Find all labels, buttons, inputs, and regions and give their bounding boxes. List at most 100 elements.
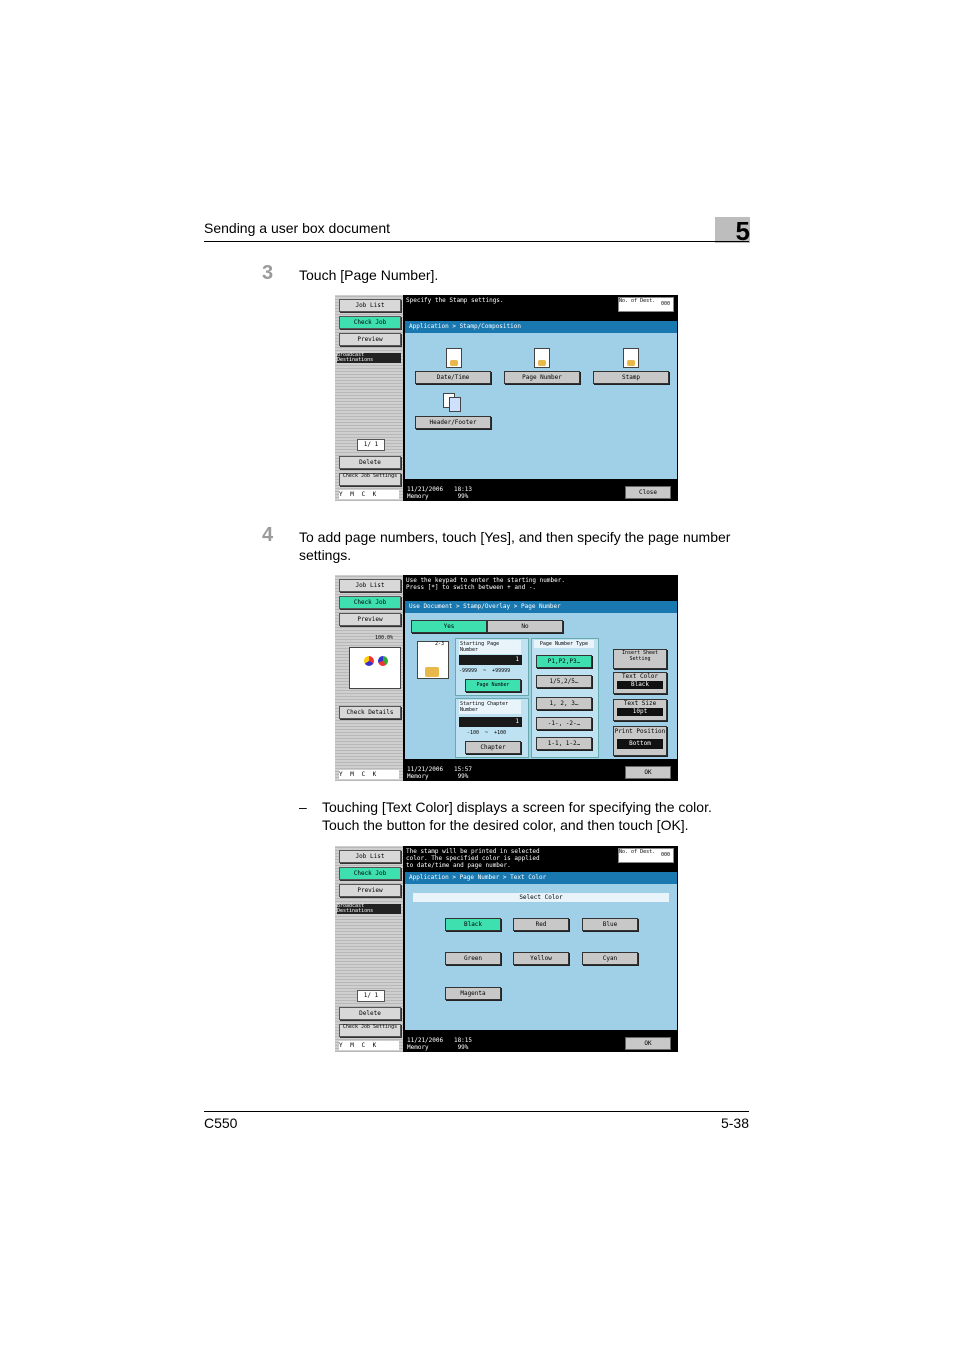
step-text: Touch [Page Number]. [299,267,439,283]
preview-button[interactable]: Preview [339,884,401,897]
text-size-button[interactable]: Text Size 10pt [613,699,667,721]
status-date: 11/21/2006 18:13 [407,486,473,493]
destination-counter-label: No. of Dest. [619,849,656,855]
left-panel: Job List Check Job Preview Broadcast Des… [335,846,403,1052]
color-magenta-button[interactable]: Magenta [445,987,501,1000]
toner-indicator: Y M C K [339,490,399,499]
color-green-button[interactable]: Green [445,952,501,965]
status-memory: Memory 99% [407,1044,469,1051]
bullet-text: Touching [Text Color] displays a screen … [322,798,712,834]
check-job-button[interactable]: Check Job [339,316,401,329]
check-details-button[interactable]: Check Details [339,706,401,719]
footer-model: C550 [204,1115,238,1131]
page-number-type-label: Page Number Type [534,640,594,648]
job-list-button[interactable]: Job List [339,299,401,312]
print-position-button[interactable]: Print Position Bottom [613,726,667,756]
select-color-label: Select Color [413,893,669,902]
check-job-button[interactable]: Check Job [339,596,401,609]
date-time-button[interactable]: Date/Time [415,371,491,384]
screenshot-stamp-settings: Job List Check Job Preview Broadcast Des… [335,295,678,501]
delete-button[interactable]: Delete [339,1007,401,1020]
header-rule [204,241,749,242]
destination-counter: No. of Dest. 000 [618,848,674,863]
print-position-value: Bottom [617,739,663,749]
job-list-button[interactable]: Job List [339,579,401,592]
left-panel: Job List Check Job Preview 100.0% Check … [335,575,403,781]
check-job-settings-button[interactable]: Check Job Settings [339,1024,401,1037]
chapter-number: 5 [735,216,750,246]
chapter-button[interactable]: Chapter [465,741,521,754]
color-blue-button[interactable]: Blue [582,918,638,931]
starting-chapter-range: -100 ~ +100 [467,730,507,736]
step-text-line2: settings. [299,547,352,563]
ok-button[interactable]: OK [625,1037,671,1050]
main-area: Select Color [405,872,677,1030]
broadcast-destinations-label: Broadcast Destinations [337,353,401,363]
preview-button[interactable]: Preview [339,333,401,346]
yes-button[interactable]: Yes [411,620,487,633]
check-job-button[interactable]: Check Job [339,867,401,880]
date-time-icon [446,348,462,368]
starting-page-input[interactable]: 1 [459,655,522,665]
page-header-title: Sending a user box document [204,220,391,236]
color-red-button[interactable]: Red [513,918,569,931]
screenshot-text-color: Job List Check Job Preview Broadcast Des… [335,846,678,1052]
job-list-button[interactable]: Job List [339,850,401,863]
destination-counter: No. of Dest. 000 [618,297,674,312]
color-black-button[interactable]: Black [445,918,501,931]
starting-chapter-input[interactable]: 1 [459,717,522,727]
toner-indicator: Y M C K [339,770,399,779]
page-number-button[interactable]: Page Number [504,371,580,384]
page-number-icon [534,348,550,368]
breadcrumb: Application > Page Number > Text Color [405,872,677,884]
step-text-line1: To add page numbers, touch [Yes], and th… [299,529,731,545]
page-number-button[interactable]: Page Number [465,679,521,692]
text-size-label: Text Size [623,700,657,707]
insert-sheet-setting-button[interactable]: Insert Sheet Setting [613,649,667,669]
step-number: 3 [262,262,274,284]
stamp-button[interactable]: Stamp [593,371,669,384]
zoom-level: 100.0% [375,635,394,641]
color-cyan-button[interactable]: Cyan [582,952,638,965]
text-color-value: Black [617,681,663,689]
breadcrumb: Use Document > Stamp/Overlay > Page Numb… [405,601,677,613]
bullet-text-line2: Touch the button for the desired color, … [322,817,689,833]
page-number-icon [417,641,449,679]
no-button[interactable]: No [487,620,563,633]
status-date: 11/21/2006 18:15 [407,1037,473,1044]
status-memory: Memory 99% [407,773,469,780]
instruction-message: Use the keypad to enter the starting num… [406,577,565,591]
header-footer-button[interactable]: Header/Footer [415,416,491,429]
type-option-dash[interactable]: -1-, -2-… [536,717,592,730]
ok-button[interactable]: OK [625,766,671,779]
left-panel: Job List Check Job Preview Broadcast Des… [335,295,403,501]
status-memory: Memory 99% [407,493,469,500]
destination-counter-value: 000 [660,852,670,858]
type-option-fraction[interactable]: 1/5,2/5… [536,675,592,688]
destination-counter-value: 000 [660,301,670,307]
screenshot-page-number-settings: Job List Check Job Preview 100.0% Check … [335,575,678,781]
destination-counter-label: No. of Dest. [619,298,656,304]
starting-page-range: -99999 ~ +99999 [459,668,511,674]
type-option-chapter[interactable]: 1-1, 1-2… [536,737,592,750]
delete-button[interactable]: Delete [339,456,401,469]
color-yellow-button[interactable]: Yellow [513,952,569,965]
page-counter: 1/ 1 [357,439,385,451]
page-preview-thumbnail [349,647,401,689]
page-icon-label: 2-3 [435,641,445,647]
type-option-p1[interactable]: P1,P2,P3… [536,655,592,668]
text-color-button[interactable]: Text Color Black [613,672,667,694]
starting-chapter-label: Starting Chapter Number [459,700,521,714]
instruction-message: Specify the Stamp settings. [406,297,504,304]
close-button[interactable]: Close [625,486,671,499]
chart-thumbnail-icon [364,656,374,666]
type-option-numeric[interactable]: 1, 2, 3… [536,697,592,710]
bullet-text-line1: Touching [Text Color] displays a screen … [322,799,712,815]
check-job-settings-button[interactable]: Check Job Settings [339,473,401,486]
preview-button[interactable]: Preview [339,613,401,626]
status-date: 11/21/2006 15:57 [407,766,473,773]
instruction-message: The stamp will be printed in selected co… [406,848,540,869]
